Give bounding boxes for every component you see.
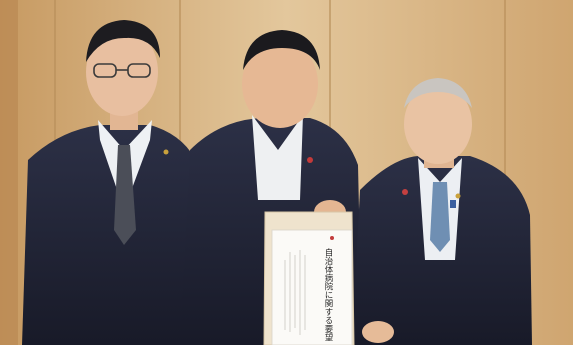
person-right bbox=[352, 78, 532, 345]
document-title: 自治体病院に関する要望 bbox=[323, 248, 333, 342]
person-left bbox=[22, 20, 205, 345]
request-document bbox=[263, 211, 355, 345]
left-dark-panel bbox=[0, 0, 18, 345]
